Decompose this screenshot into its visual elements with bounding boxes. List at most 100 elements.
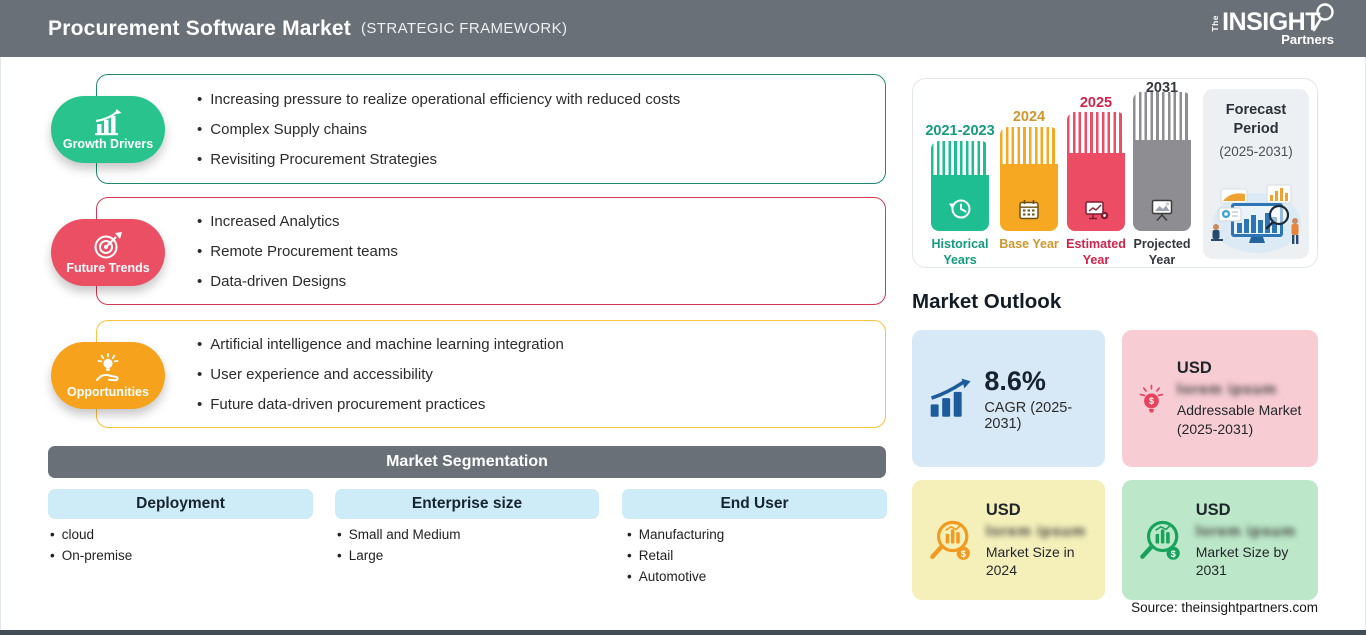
bullet-item: User experience and accessibility [197, 366, 865, 383]
list-item: Retail [627, 545, 724, 566]
bullet-item: Increasing pressure to realize operation… [197, 91, 865, 108]
target-dart-icon [94, 231, 122, 258]
market-size-2024-card: $ USD lorem ipsum Market Size in 2024 [912, 480, 1105, 600]
page-title: Procurement Software Market [48, 16, 351, 40]
list-item: Automotive [627, 566, 724, 587]
redacted-value: lorem ipsum [985, 522, 1087, 540]
badge-label: Growth Drivers [62, 136, 154, 151]
bar-stripes [931, 141, 989, 175]
bar-stripes [1067, 112, 1125, 153]
card-text: USD lorem ipsum Market Size in 2024 [986, 501, 1095, 579]
bar-caption: Estimated Year [1066, 237, 1126, 267]
growth-drivers-badge: Growth Drivers [51, 96, 165, 163]
page-subtitle: (STRATEGIC FRAMEWORK) [361, 20, 568, 37]
cagr-label: CAGR (2025-2031) [984, 399, 1073, 432]
forecast-title: Forecast Period [1225, 102, 1287, 137]
header-bar: Procurement Software Market (STRATEGIC F… [0, 0, 1366, 57]
market-outlook-heading: Market Outlook [912, 290, 1062, 313]
opportunities-badge: Opportunities [51, 342, 165, 409]
magnifier-chart-icon: $ [930, 520, 970, 560]
card-label: Market Size by 2031 [1195, 543, 1289, 578]
opportunities-section: Opportunities Artificial intelligence an… [51, 320, 886, 428]
market-size-2031-card: $ USD lorem ipsum Market Size by 2031 [1122, 480, 1318, 600]
base-year-bar [1000, 127, 1058, 231]
forecast-period-panel: Forecast Period (2025-2031) [1203, 89, 1309, 259]
year-label: 2024 [1012, 109, 1046, 125]
badge-label: Future Trends [66, 260, 150, 275]
bullet-item: Complex Supply chains [197, 121, 865, 138]
list-item: Large [337, 545, 461, 566]
bar-caption: Base Year [999, 237, 1059, 251]
growth-drivers-section: Growth Drivers Increasing pressure to re… [51, 74, 886, 184]
estimated-year-bar [1067, 112, 1125, 231]
future-trends-section: Future Trends Increased Analytics Remote… [51, 197, 886, 305]
bar-body [1067, 153, 1125, 231]
list-item: Manufacturing [627, 524, 725, 545]
bullet-item: Future data-driven procurement practices [197, 396, 865, 413]
list-item: Small and Medium [337, 524, 461, 545]
segment-header-label: Enterprise size [411, 495, 523, 512]
growth-chart-icon [95, 108, 122, 135]
logo-the: The [1210, 15, 1221, 32]
segment-header-enterprise-size: Enterprise size [335, 489, 599, 519]
insight-partners-logo: The INSIGHT Partners [1210, 3, 1336, 47]
source-attribution: Source: theinsightpartners.com [1131, 600, 1318, 615]
logo-partners: Partners [1281, 32, 1334, 47]
addressable-market-card: $ USD lorem ipsum Addressable Market (20… [1122, 330, 1318, 467]
year-label: 2021-2023 [925, 123, 995, 139]
magnifier-icon [1312, 3, 1334, 32]
deployment-list: cloud On-premise [50, 524, 133, 566]
historical-years-bar [931, 141, 989, 231]
market-segmentation-bar: Market Segmentation [48, 446, 886, 478]
list-item: cloud [50, 524, 132, 545]
segment-header-label: End User [720, 495, 789, 512]
history-clock-icon [949, 199, 971, 219]
bar-caption: Projected Year [1133, 237, 1191, 267]
analytics-illustration [1211, 184, 1301, 253]
segment-header-deployment: Deployment [48, 489, 313, 519]
segment-header-end-user: End User [622, 489, 887, 519]
cagr-value: 8.6% [984, 365, 1046, 396]
card-label: Addressable Market (2025-2031) [1176, 402, 1302, 437]
svg-text:$: $ [1149, 396, 1154, 406]
bar-body [1133, 140, 1191, 231]
end-user-list: Manufacturing Retail Automotive [627, 524, 725, 587]
idea-hand-icon [96, 352, 119, 381]
segmentation-title: Market Segmentation [386, 453, 548, 470]
bar-growth-icon [930, 378, 971, 417]
timeline-card: 2021-2023 2024 2025 2031 [912, 78, 1318, 268]
cagr-text: 8.6% CAGR (2025-2031) [984, 366, 1095, 432]
bar-body [931, 175, 989, 231]
currency-label: USD [985, 500, 1021, 519]
growth-drivers-list: Increasing pressure to realize operation… [97, 75, 885, 183]
year-label: 2025 [1079, 95, 1113, 111]
bar-stripes [1133, 92, 1191, 140]
redacted-value: lorem ipsum [1176, 381, 1278, 399]
cagr-card: 8.6% CAGR (2025-2031) [912, 330, 1105, 467]
card-label: Market Size in 2024 [985, 543, 1075, 578]
logo-insight: INSIGHT [1222, 8, 1320, 36]
currency-label: USD [1195, 500, 1231, 519]
future-trends-list: Increased Analytics Remote Procurement t… [97, 198, 885, 304]
segment-header-label: Deployment [136, 495, 225, 512]
projected-year-bar [1133, 92, 1191, 231]
list-item: On-premise [50, 545, 133, 566]
badge-label: Opportunities [67, 384, 149, 399]
enterprise-size-list: Small and Medium Large [337, 524, 461, 566]
projection-screen-icon [1151, 199, 1172, 222]
card-text: USD lorem ipsum Addressable Market (2025… [1177, 359, 1308, 437]
bar-stripes [1000, 127, 1058, 164]
bullet-item: Artificial intelligence and machine lear… [197, 336, 865, 353]
redacted-value: lorem ipsum [1195, 522, 1296, 540]
svg-text:$: $ [961, 549, 967, 559]
currency-label: USD [1176, 359, 1212, 378]
estimate-chart-icon [1084, 201, 1108, 220]
bottom-divider [0, 630, 1366, 635]
svg-text:$: $ [1171, 549, 1176, 559]
calendar-icon [1019, 200, 1039, 220]
forecast-range: (2025-2031) [1219, 143, 1293, 159]
opportunities-list: Artificial intelligence and machine lear… [97, 321, 885, 427]
future-trends-badge: Future Trends [51, 219, 165, 286]
bar-caption: Historical Years [931, 237, 989, 267]
